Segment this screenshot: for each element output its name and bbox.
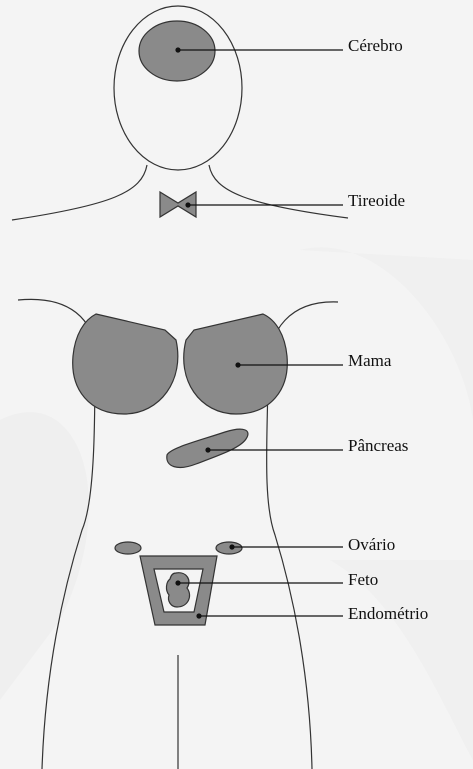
- left-shoulder-line: [12, 165, 147, 220]
- label-tireoide: Tireoide: [348, 192, 405, 209]
- label-cerebro: Cérebro: [348, 37, 403, 54]
- right-ovary-shape: [216, 542, 242, 554]
- label-pancreas: Pâncreas: [348, 437, 408, 454]
- organs: [73, 21, 288, 625]
- label-mama: Mama: [348, 352, 391, 369]
- label-feto: Feto: [348, 571, 378, 588]
- left-ovary-shape: [115, 542, 141, 554]
- label-endometrio: Endométrio: [348, 605, 428, 622]
- label-ovario: Ovário: [348, 536, 395, 553]
- right-breast-shape: [184, 314, 288, 414]
- fetus-shape: [166, 573, 189, 607]
- right-shoulder-line: [209, 165, 348, 218]
- left-breast-shape: [73, 314, 178, 414]
